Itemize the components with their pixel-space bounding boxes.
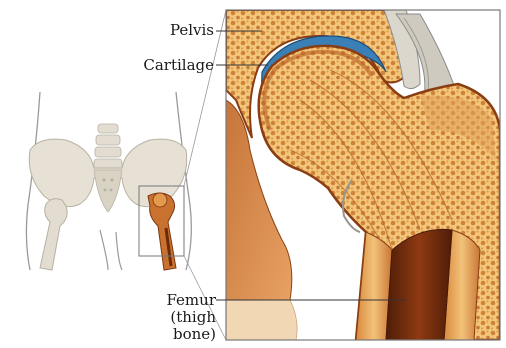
label-femur-line-3: bone): [150, 326, 216, 343]
label-cartilage: Cartilage: [132, 57, 214, 73]
label-femur-line-1: Femur: [150, 292, 216, 309]
hip-joint-cross-section: [226, 10, 500, 340]
label-femur: Femur (thigh bone): [150, 292, 216, 343]
label-pelvis: Pelvis: [148, 22, 214, 38]
label-femur-line-2: (thigh: [150, 309, 216, 326]
